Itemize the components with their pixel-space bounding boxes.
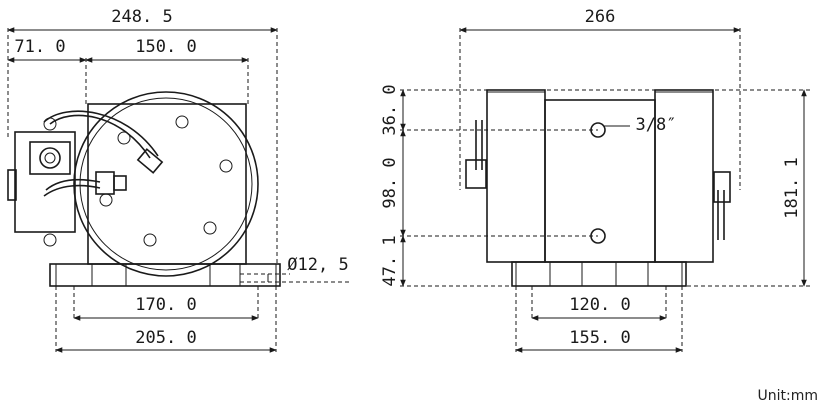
dim-side-port-size: 3/8″ (636, 115, 677, 135)
dim-front-base-inner: 170. 0 (135, 295, 196, 315)
dim-front-overall-width: 248. 5 (111, 7, 172, 27)
front-base (49, 263, 281, 287)
dim-side-height-b: 98. 0 (380, 157, 400, 208)
dim-front-base-outer: 205. 0 (135, 328, 196, 348)
side-view: 266 3/8″ 36. 0 98. 0 47. 1 181. 1 120. 0… (380, 7, 810, 353)
dim-side-height-c: 47. 1 (380, 235, 400, 286)
dim-side-base-inner: 120. 0 (569, 295, 630, 315)
dim-side-overall-height: 181. 1 (782, 157, 802, 218)
dim-front-offset-left: 71. 0 (14, 37, 65, 57)
dim-front-drum-diameter: 150. 0 (135, 37, 196, 57)
dim-side-overall-width: 266 (585, 7, 616, 27)
unit-label: Unit:mm (757, 388, 819, 404)
dim-side-height-a: 36. 0 (380, 84, 400, 135)
drum-outline (73, 91, 259, 277)
side-base (511, 261, 687, 287)
dim-front-hole-diameter: Ø12, 5 (287, 255, 348, 275)
dim-side-base-outer: 155. 0 (569, 328, 630, 348)
front-view: 248. 5 71. 0 150. 0 Ø12, 5 170. 0 205. 0 (7, 7, 350, 353)
